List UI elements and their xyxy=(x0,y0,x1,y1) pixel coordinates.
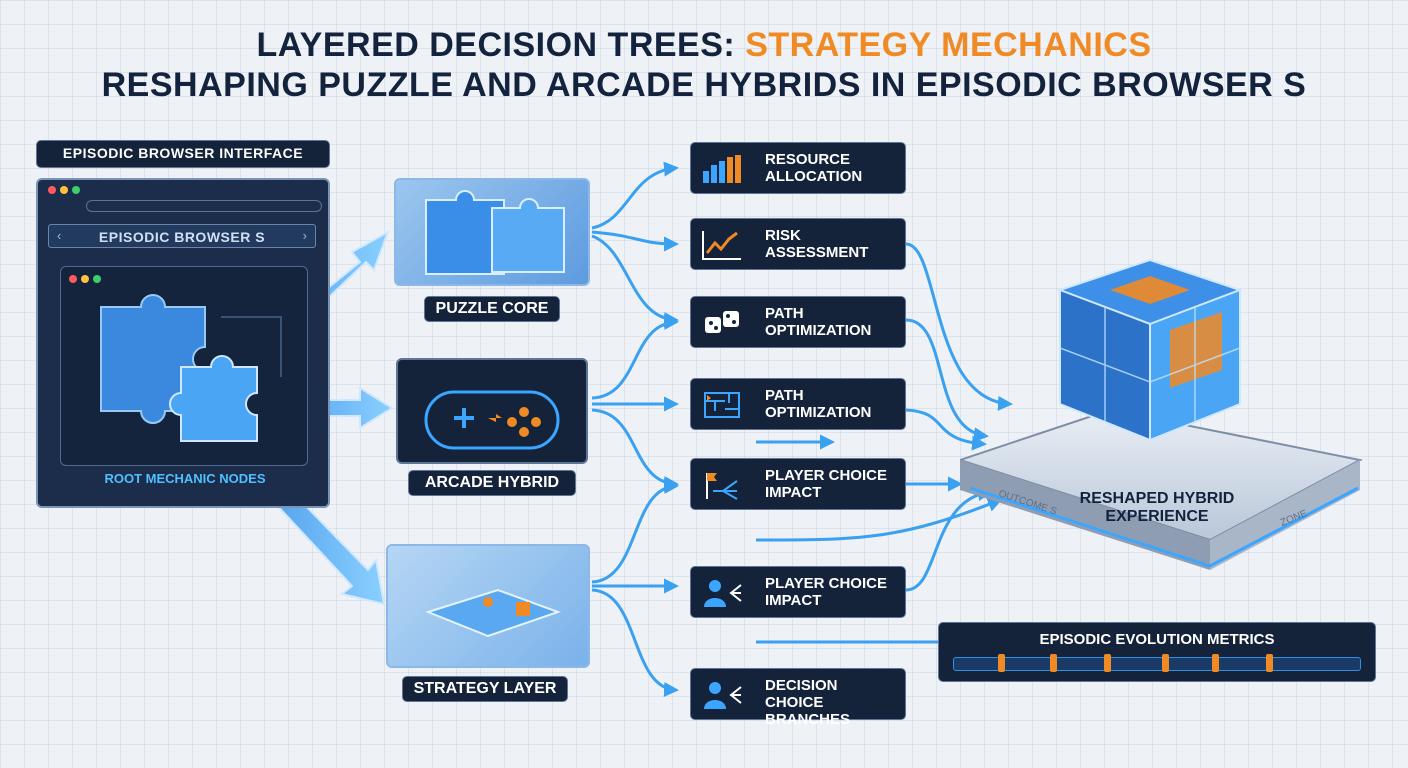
branch-puzzle-path1 xyxy=(591,234,679,327)
option-label: RISK ASSESSMENT xyxy=(765,227,869,261)
browser-tab[interactable]: ‹ EPISODIC BROWSER S › xyxy=(48,224,316,248)
branch-puzzle-risk xyxy=(591,230,679,252)
address-bar[interactable] xyxy=(86,200,322,212)
puzzle-core-label: PUZZLE CORE xyxy=(424,296,560,322)
episodic-evolution-metrics: EPISODIC EVOLUTION METRICS xyxy=(938,622,1376,682)
branch-strategy-decision xyxy=(591,588,679,697)
option-risk-assessment: RISK ASSESSMENT xyxy=(690,218,906,270)
puzzle-core-node xyxy=(394,178,590,286)
link-choice2-outcome xyxy=(905,486,993,592)
maze-icon xyxy=(704,392,740,418)
game-viewport: ROOT MECHANIC NODES xyxy=(60,266,308,486)
branch-strategy-choice1 xyxy=(591,479,679,584)
link-path1-outcome xyxy=(905,318,989,443)
option-path-optimization-1: PATH OPTIMIZATION xyxy=(690,296,906,348)
link-mid-b xyxy=(755,497,1003,542)
branch-arcade-choice xyxy=(591,408,679,491)
metrics-timeline xyxy=(953,654,1361,672)
maximize-dot-icon xyxy=(72,186,80,194)
page-title-line-2: RESHAPING PUZZLE AND ARCADE HYBRIDS IN E… xyxy=(101,66,1307,104)
link-risk-outcome xyxy=(905,242,1013,411)
option-decision-choice: DECISION CHOICE BRANCHES xyxy=(690,668,906,728)
timeline-marker xyxy=(1162,654,1169,672)
strategy-layer-node xyxy=(386,544,590,668)
user-branch-icon xyxy=(704,580,742,607)
viewport-maximize-dot-icon xyxy=(93,275,101,283)
chevron-left-icon[interactable]: ‹ xyxy=(57,228,62,243)
option-player-choice-1: PLAYER CHOICE IMPACT xyxy=(690,458,906,510)
option-player-choice-2: PLAYER CHOICE IMPACT xyxy=(690,566,906,618)
branch-arcade-path1 xyxy=(591,315,679,400)
bar-chart-icon xyxy=(703,155,741,183)
minimize-dot-icon xyxy=(60,186,68,194)
browser-window: ‹ EPISODIC BROWSER S › ROOT MECHANIC NOD… xyxy=(36,178,330,508)
arcade-hybrid-label: ARCADE HYBRID xyxy=(408,470,576,496)
metrics-label: EPISODIC EVOLUTION METRICS xyxy=(1039,631,1275,648)
timeline-marker xyxy=(1104,654,1111,672)
line-chart-icon xyxy=(702,231,741,260)
close-dot-icon xyxy=(48,186,56,194)
option-label: PLAYER CHOICE IMPACT xyxy=(765,575,887,609)
option-resource-allocation: RESOURCE ALLOCATION xyxy=(690,142,906,194)
link-path2-outcome xyxy=(905,408,987,451)
branch-flag-icon xyxy=(706,473,738,500)
puzzle-icon xyxy=(425,190,565,275)
root-mechanic-label: ROOT MECHANIC NODES xyxy=(104,471,266,486)
option-label: PATH OPTIMIZATION xyxy=(765,305,872,339)
outcome-platform: OUTCOME S ZONE xyxy=(960,258,1363,570)
page-title-line-1: LAYERED DECISION TREES: STRATEGY MECHANI… xyxy=(0,26,1408,65)
browser-tab-label: EPISODIC BROWSER S xyxy=(98,229,266,245)
strategy-board-icon xyxy=(425,588,561,638)
browser-panel-label: EPISODIC BROWSER INTERFACE xyxy=(36,140,330,168)
option-label: DECISION CHOICE BRANCHES xyxy=(765,677,851,728)
gamepad-icon xyxy=(424,390,560,450)
timeline-marker xyxy=(998,654,1005,672)
puzzle-pieces-icon xyxy=(100,294,282,442)
viewport-minimize-dot-icon xyxy=(81,275,89,283)
option-path-optimization-2: PATH OPTIMIZATION xyxy=(690,378,906,430)
user-branch-icon xyxy=(704,682,742,709)
title-prefix: LAYERED DECISION TREES: xyxy=(256,26,746,64)
title-accent: STRATEGY MECHANICS xyxy=(745,26,1152,64)
dice-icon xyxy=(705,311,739,333)
chevron-right-icon[interactable]: › xyxy=(302,228,307,243)
arcade-hybrid-node xyxy=(396,358,588,464)
option-label: RESOURCE ALLOCATION xyxy=(765,151,863,185)
viewport-close-dot-icon xyxy=(69,275,77,283)
option-label: PLAYER CHOICE IMPACT xyxy=(765,467,887,501)
timeline-marker xyxy=(1050,654,1057,672)
outcome-label: RESHAPED HYBRID EXPERIENCE xyxy=(1079,490,1235,525)
timeline-marker xyxy=(1212,654,1219,672)
branch-puzzle-resource xyxy=(591,161,679,230)
option-label: PATH OPTIMIZATION xyxy=(765,387,872,421)
timeline-marker xyxy=(1266,654,1273,672)
strategy-layer-label: STRATEGY LAYER xyxy=(402,676,568,702)
